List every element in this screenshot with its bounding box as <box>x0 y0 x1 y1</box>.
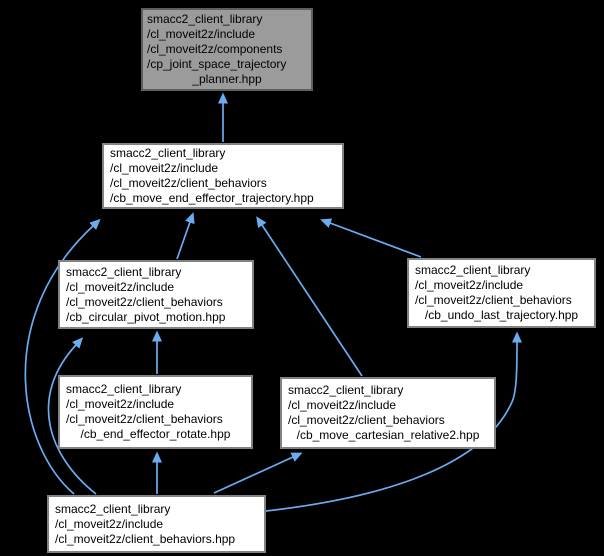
node-label-line: /cb_undo_last_trajectory.hpp <box>424 308 579 322</box>
node-label-line: smacc2_client_library <box>288 383 404 397</box>
node-label-line: smacc2_client_library <box>110 146 226 160</box>
node-cb-undo-last-trajectory[interactable]: smacc2_client_library /cl_moveit2z/inclu… <box>407 258 596 328</box>
node-cb-move-end-effector-trajectory[interactable]: smacc2_client_library /cl_moveit2z/inclu… <box>102 143 344 209</box>
node-label-line: /cl_moveit2z/include <box>147 27 256 41</box>
node-cp-joint-space-trajectory-planner: smacc2_client_library /cl_moveit2z/inclu… <box>141 8 313 91</box>
edge-behaviors-to-cartesian <box>213 452 303 494</box>
node-label-line: smacc2_client_library <box>55 501 171 516</box>
node-client-behaviors[interactable]: smacc2_client_library /cl_moveit2z/inclu… <box>47 495 266 553</box>
node-label-line: smacc2_client_library <box>147 12 263 26</box>
node-label-line: /cl_moveit2z/client_behaviors <box>66 294 223 309</box>
node-label-line: _planner.hpp <box>192 72 262 86</box>
node-label-line: /cl_moveit2z/client_behaviors <box>288 413 445 427</box>
node-label-line: /cb_move_cartesian_relative2.hpp <box>296 428 480 442</box>
node-label-line: /cl_moveit2z/include <box>415 278 524 292</box>
node-cb-end-effector-rotate[interactable]: smacc2_client_library /cl_moveit2z/inclu… <box>58 375 253 449</box>
node-cb-move-cartesian-relative2[interactable]: smacc2_client_library /cl_moveit2z/inclu… <box>280 377 496 449</box>
edge-cartesian-to-trajectory <box>256 216 363 377</box>
node-cb-circular-pivot-motion[interactable]: smacc2_client_library /cl_moveit2z/inclu… <box>58 260 254 329</box>
node-label-line: /cl_moveit2z/client_behaviors <box>66 412 223 426</box>
node-label-line: /cb_move_end_effector_trajectory.hpp <box>110 191 314 205</box>
node-label-line: /cb_circular_pivot_motion.hpp <box>66 309 226 324</box>
node-label-line: /cl_moveit2z/components <box>147 42 283 56</box>
node-label-line: smacc2_client_library <box>66 382 182 396</box>
edge-behaviors-to-pivot <box>47 337 97 495</box>
node-label-line: /cl_moveit2z/include <box>110 161 219 175</box>
edge-pivot-to-trajectory <box>176 212 195 260</box>
node-label-line: /cl_moveit2z/client_behaviors.hpp <box>55 531 236 546</box>
node-label-line: /cb_end_effector_rotate.hpp <box>80 427 231 441</box>
node-label-line: smacc2_client_library <box>66 264 182 279</box>
node-label-line: /cl_moveit2z/include <box>66 279 175 294</box>
node-label-line: /cl_moveit2z/client_behaviors <box>415 293 572 307</box>
node-label-line: /cl_moveit2z/include <box>55 516 164 531</box>
node-label-line: /cl_moveit2z/include <box>288 398 397 412</box>
node-label-line: /cl_moveit2z/client_behaviors <box>110 176 267 190</box>
node-label-line: /cl_moveit2z/include <box>66 397 175 411</box>
edge-undo-to-trajectory <box>320 218 422 258</box>
node-label-line: /cp_joint_space_trajectory <box>147 57 287 71</box>
node-label-line: smacc2_client_library <box>415 263 531 277</box>
